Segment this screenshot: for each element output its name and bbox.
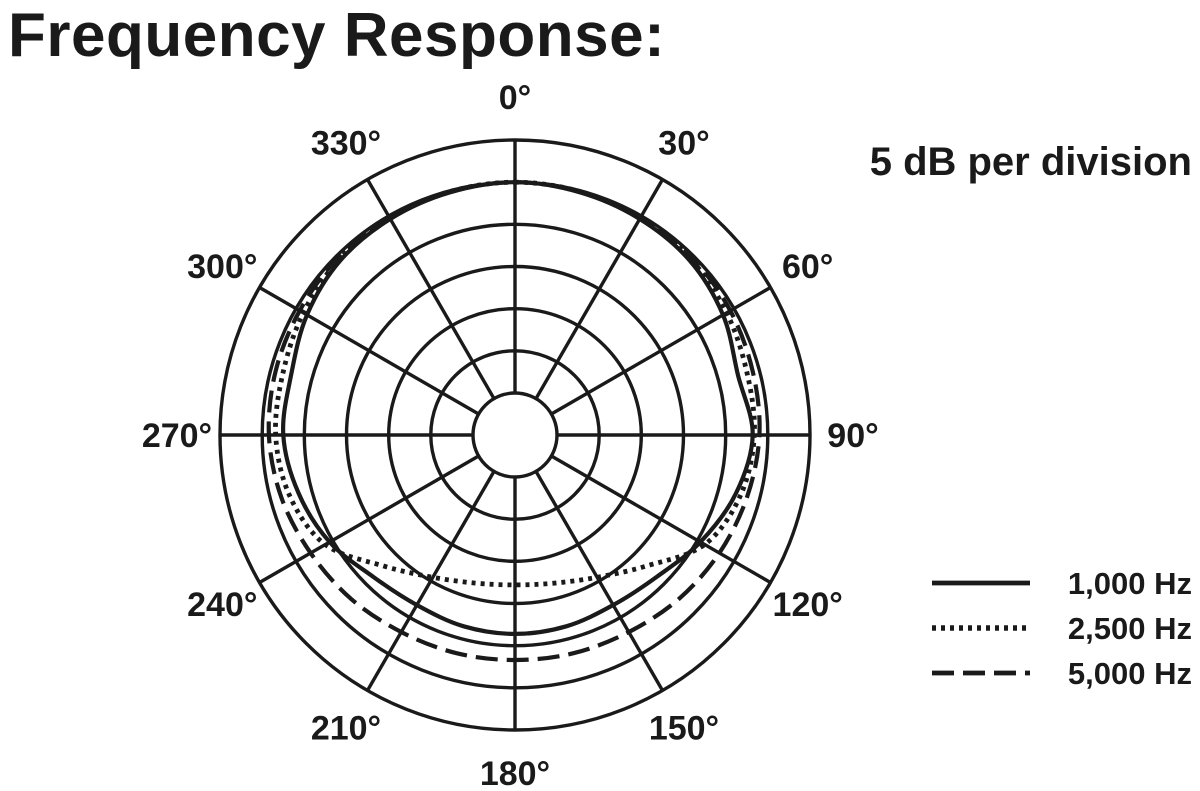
legend: 1,000 Hz 2,500 Hz 5,000 Hz (932, 566, 1192, 691)
legend-label: 2,500 Hz (1068, 611, 1192, 646)
polar-grid (218, 138, 812, 732)
angle-label: 300° (187, 248, 257, 286)
grid-spoke (550, 454, 772, 584)
grid-spoke (366, 470, 496, 692)
angle-label: 210° (311, 710, 381, 748)
response-curves (266, 179, 762, 663)
grid-ring (471, 391, 559, 479)
grid-spoke (534, 178, 664, 400)
angle-label: 330° (311, 124, 381, 162)
angle-label: 150° (649, 710, 719, 748)
grid-spoke (258, 454, 480, 584)
angle-label: 90° (827, 417, 878, 455)
grid-spoke (366, 178, 496, 400)
grid-spoke (550, 286, 772, 416)
legend-label: 5,000 Hz (1068, 656, 1192, 691)
angle-labels: 0° 30° 60° 90° 120° 150° 180° 210° 240° 270° 300° 3… (142, 79, 879, 791)
chart-title: Frequency Response: (8, 1, 666, 70)
series-line-2500hzhz (273, 179, 757, 588)
series-line-1000hzhz (281, 180, 755, 636)
scale-note: 5 dB per division (869, 140, 1192, 184)
angle-label: 270° (142, 417, 212, 455)
grid-spoke (258, 286, 480, 416)
series-line-5000hzhz (266, 180, 762, 663)
angle-label: 60° (782, 248, 833, 286)
grid-spoke (534, 470, 664, 692)
legend-label: 1,000 Hz (1068, 566, 1192, 601)
angle-label: 120° (773, 586, 843, 624)
angle-label: 30° (658, 124, 709, 162)
angle-label: 180° (480, 755, 550, 791)
angle-label: 0° (499, 79, 532, 117)
angle-label: 240° (187, 586, 257, 624)
